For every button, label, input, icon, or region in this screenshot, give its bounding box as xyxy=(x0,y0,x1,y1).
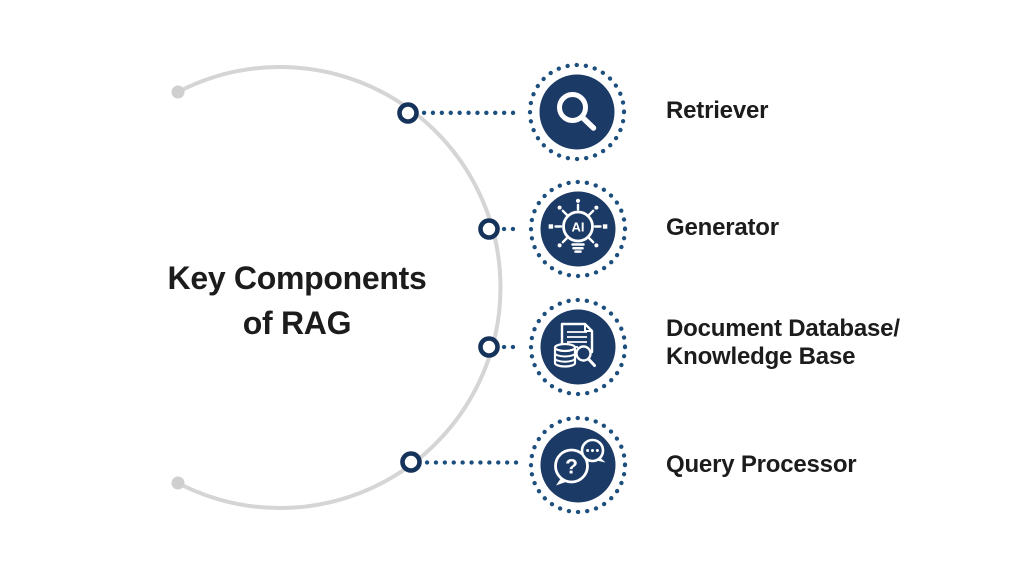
ai-bulb-text: AI xyxy=(572,220,585,235)
arc-nodes xyxy=(397,102,500,473)
item-label-retriever: Retriever xyxy=(666,97,769,124)
connector-lines xyxy=(421,110,524,465)
retriever-medallion xyxy=(527,62,627,162)
document-database-icon xyxy=(553,322,596,368)
document-database-medallion xyxy=(528,297,628,397)
medallion-circle xyxy=(540,191,616,267)
arc-endpoint-bottom xyxy=(171,476,185,490)
item-label-query-processor: Query Processor xyxy=(666,451,857,478)
arc-node-3 xyxy=(478,336,500,358)
arc-endpoint-top xyxy=(171,85,185,99)
arc-node-1 xyxy=(397,102,419,124)
dotted-ring xyxy=(528,179,628,279)
arc-node-2 xyxy=(478,218,500,240)
dotted-ring xyxy=(528,415,628,515)
dotted-ring xyxy=(528,297,628,397)
question-mark-text: ? xyxy=(565,456,578,479)
chat-question-icon: ? xyxy=(554,438,606,486)
search-icon xyxy=(557,92,597,131)
generator-medallion: AI xyxy=(528,179,628,279)
medallion-circle xyxy=(540,427,616,503)
arc-node-4 xyxy=(400,451,422,473)
item-label-document-database: Document Database/ Knowledge Base xyxy=(666,315,900,370)
item-label-generator: Generator xyxy=(666,214,779,241)
medallion-circle xyxy=(539,74,615,150)
diagram-title: Key Components of RAG xyxy=(167,260,427,341)
ai-bulb-icon: AI xyxy=(548,198,608,253)
arc-curve xyxy=(177,65,503,510)
dotted-ring xyxy=(527,62,627,162)
query-processor-medallion: ? xyxy=(528,415,628,515)
